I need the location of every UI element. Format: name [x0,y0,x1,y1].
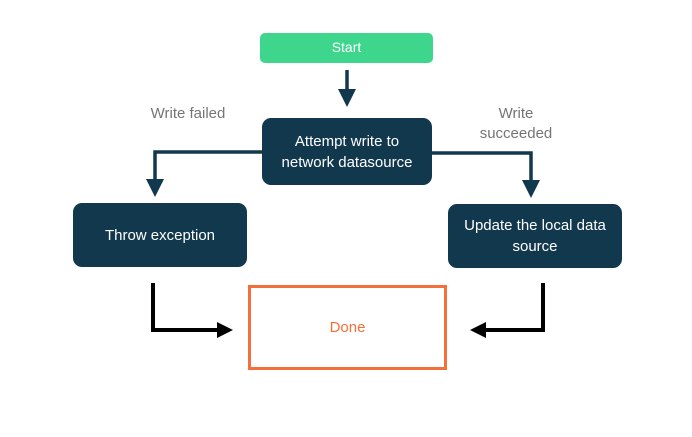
arrow-shaft [486,283,545,332]
arrow-throw-to-done [151,283,233,338]
arrow-shaft [153,150,262,180]
done-node: Done [248,285,447,370]
update-local-data-node: Update the local data source [448,204,622,268]
write-failed-label: Write failed [150,105,226,122]
arrow-attempt-to-throw [146,150,262,197]
arrow-shaft [151,283,217,332]
attempt-write-node: Attempt write to network datasource [262,118,432,185]
arrow-attempt-to-update [432,151,540,198]
arrow-start-to-attempt [338,70,356,107]
arrowhead-down-icon [522,180,540,198]
arrowhead-down-icon [338,89,356,107]
arrowhead-down-icon [146,179,164,197]
start-node: Start [260,33,433,63]
arrowhead-left-icon [470,322,486,338]
arrowhead-right-icon [217,322,233,338]
arrow-shaft [432,151,533,181]
arrow-update-to-done [470,283,545,338]
write-succeeded-label: Write succeeded [479,105,553,143]
throw-exception-node: Throw exception [73,203,247,267]
